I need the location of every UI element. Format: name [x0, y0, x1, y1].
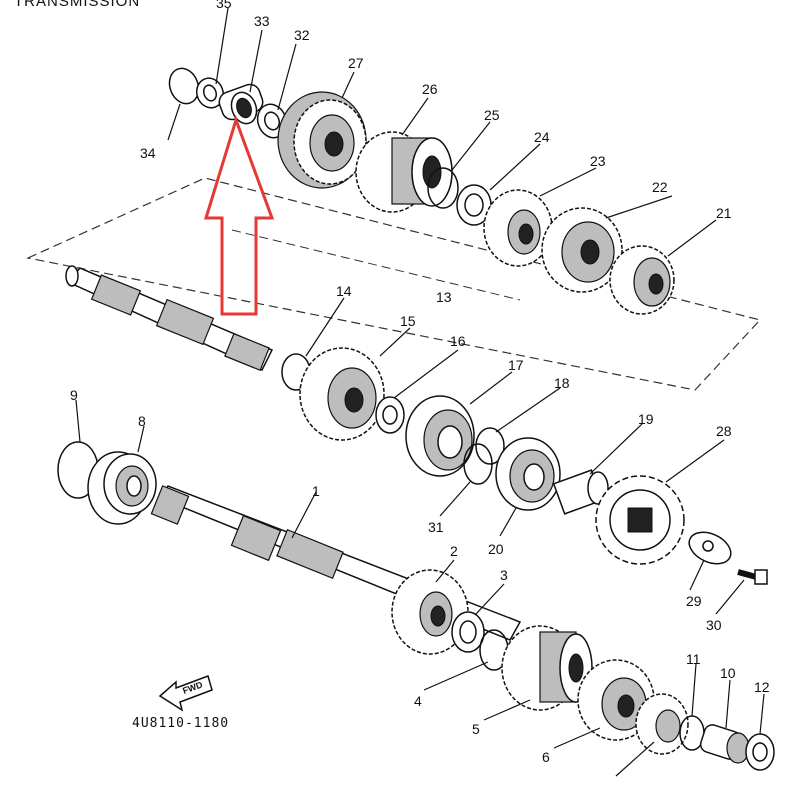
- callout-24: 24: [534, 129, 550, 145]
- part-25-circlip: [427, 167, 459, 209]
- callout-12: 12: [754, 679, 770, 695]
- part-20-oil-seal: [495, 437, 561, 511]
- callout-35: 35: [216, 0, 232, 11]
- part-2-gear: [391, 569, 469, 655]
- part-27-gear: [277, 91, 367, 189]
- part-29-lock-washer: [688, 531, 732, 565]
- callout-6: 6: [542, 749, 550, 765]
- callout-29: 29: [686, 593, 702, 609]
- callout-30: 30: [706, 617, 722, 633]
- callout-27: 27: [348, 55, 364, 71]
- boundary-inner-line: [231, 229, 521, 301]
- callout-8: 8: [138, 413, 146, 429]
- part-10-bearing: [699, 724, 750, 764]
- callout-28: 28: [716, 423, 732, 439]
- callout-32: 32: [294, 27, 310, 43]
- callout-2: 2: [450, 543, 458, 559]
- fwd-arrow-icon: FWD: [158, 675, 213, 712]
- callout-22: 22: [652, 179, 668, 195]
- diagram-code: 4U8110-1180: [132, 716, 230, 731]
- callout-14: 14: [336, 283, 352, 299]
- part-23-gear: [483, 189, 553, 267]
- callout-34: 34: [140, 145, 156, 161]
- callout-25: 25: [484, 107, 500, 123]
- callout-33: 33: [254, 13, 270, 29]
- part-3-washer: [451, 611, 485, 653]
- callout-labels: 35 33 32 34 27 26 25 24 23 22 21 14 13 1…: [70, 0, 770, 765]
- part-15-gear: [299, 347, 385, 441]
- part-26-gear: [355, 131, 453, 213]
- part-5-gear: [501, 625, 593, 711]
- callout-13: 13: [436, 289, 452, 305]
- part-18-circlip: [475, 427, 505, 465]
- callout-26: 26: [422, 81, 438, 97]
- callout-19: 19: [638, 411, 654, 427]
- part-16-washer: [375, 396, 405, 434]
- part-22-gear: [541, 207, 623, 293]
- highlight-arrow-icon: [203, 115, 275, 316]
- callout-18: 18: [554, 375, 570, 391]
- callout-23: 23: [590, 153, 606, 169]
- part-17-bearing: [405, 395, 475, 477]
- callout-17: 17: [508, 357, 524, 373]
- callout-15: 15: [400, 313, 416, 329]
- part-35-washer: [196, 77, 224, 109]
- part-6-gear: [577, 659, 655, 741]
- callout-10: 10: [720, 665, 736, 681]
- callout-5: 5: [472, 721, 480, 737]
- main-axle-shaft: [65, 265, 274, 372]
- part-8-bearing: [87, 451, 157, 525]
- part-28-drive-sprocket: [595, 475, 685, 565]
- callout-21: 21: [716, 205, 732, 221]
- leader-lines: [75, 7, 765, 777]
- callout-31: 31: [428, 519, 444, 535]
- callout-3: 3: [500, 567, 508, 583]
- part-21-gear: [609, 245, 675, 315]
- assembly-boundary: [26, 177, 762, 391]
- part-7-gear: [635, 693, 689, 755]
- callout-16: 16: [450, 333, 466, 349]
- callout-11: 11: [686, 651, 701, 667]
- callout-20: 20: [488, 541, 504, 557]
- part-30-bolt: [737, 569, 768, 585]
- callout-9: 9: [70, 387, 78, 403]
- part-31-circlip: [463, 443, 493, 485]
- diagram-title: TRANSMISSION: [14, 0, 141, 10]
- part-12-washer: [745, 733, 775, 771]
- callout-4: 4: [414, 693, 422, 709]
- part-34-circlip: [168, 67, 200, 105]
- part-33-bearing: [218, 83, 264, 125]
- callout-1: 1: [312, 483, 320, 499]
